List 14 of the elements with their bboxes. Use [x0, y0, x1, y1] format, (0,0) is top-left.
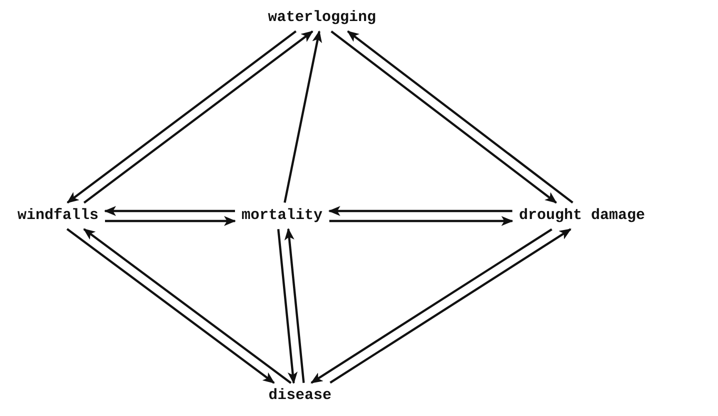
arrow	[284, 30, 322, 203]
node-label: windfalls	[16, 207, 100, 225]
arrow	[284, 228, 305, 383]
arrow	[329, 216, 514, 226]
arrow	[104, 206, 235, 216]
node-label: disease	[268, 387, 333, 405]
node-label: mortality	[240, 207, 324, 225]
node-label: waterlogging	[267, 9, 378, 27]
arrow	[83, 228, 292, 384]
arrow	[105, 216, 236, 226]
node-label: drought damage	[518, 207, 646, 225]
arrow	[328, 206, 512, 216]
arrow	[277, 229, 298, 384]
arrow	[66, 228, 275, 384]
